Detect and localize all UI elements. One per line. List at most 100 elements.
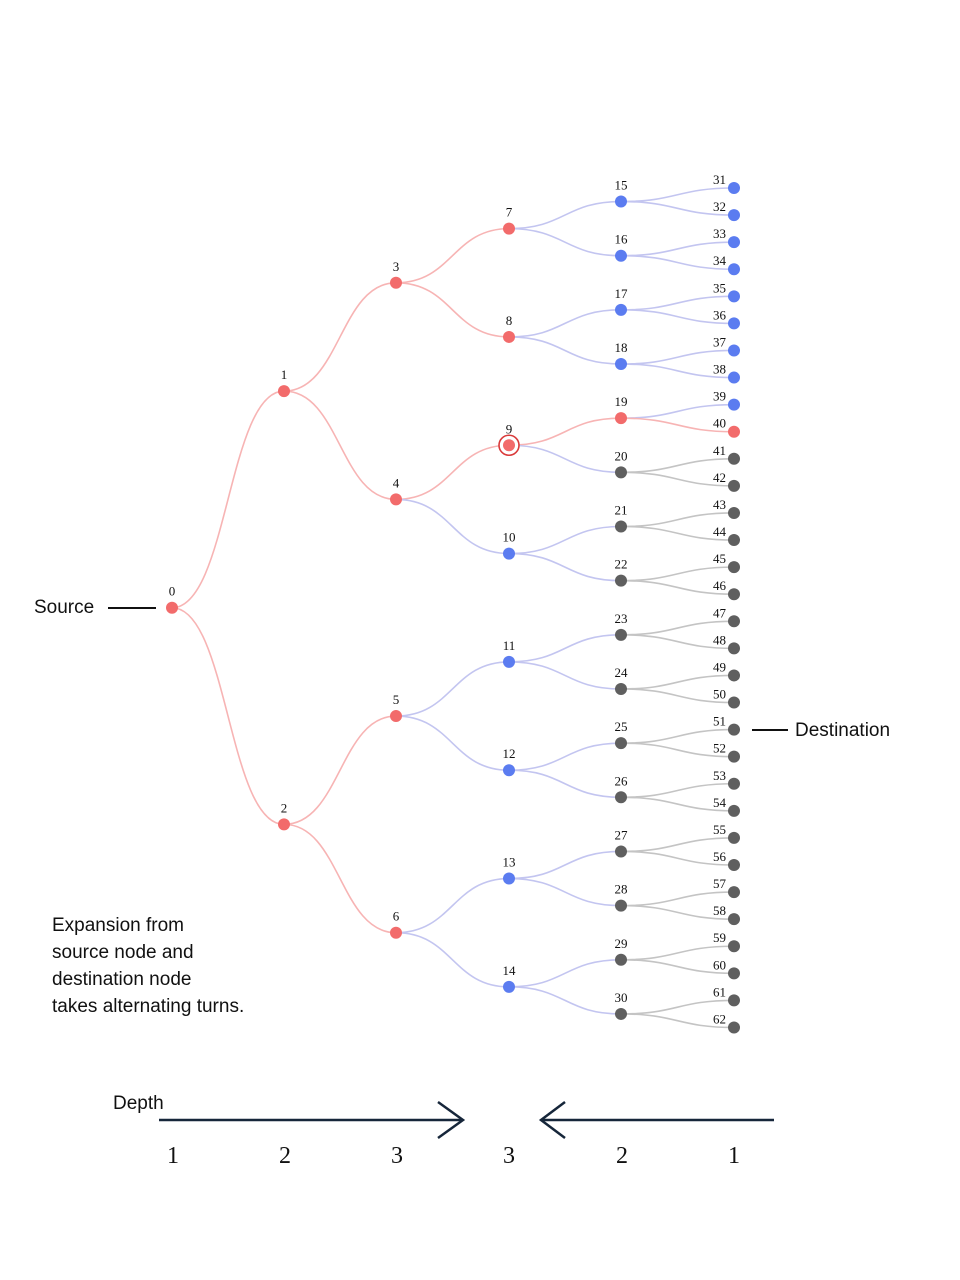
tree-node (728, 182, 740, 194)
tree-edge (620, 566, 735, 582)
tree-edge (508, 877, 622, 907)
node-id-label: 26 (615, 773, 629, 788)
tree-edge (620, 999, 735, 1015)
caption-line-4: takes alternating turns. (52, 996, 244, 1017)
node-id-label: 40 (713, 416, 726, 431)
tree-node (615, 899, 627, 912)
node-id-label: 38 (713, 362, 726, 377)
tree-node (615, 682, 627, 695)
node-id-label: 21 (615, 503, 628, 518)
node-id-label: 27 (615, 827, 629, 842)
depth-number: 1 (728, 1143, 740, 1169)
tree-node (728, 371, 740, 384)
node-id-label: 16 (615, 232, 629, 247)
tree-edge (620, 1013, 735, 1029)
depth-number: 2 (616, 1143, 628, 1169)
source-marker: Source (34, 597, 156, 618)
tree-edge (283, 390, 397, 501)
tree-node (615, 520, 627, 533)
node-id-label: 13 (503, 855, 516, 870)
tree-node (728, 398, 740, 411)
tree-node (615, 1007, 627, 1020)
destination-label: Destination (795, 720, 890, 741)
node-id-label: 12 (503, 746, 516, 761)
tree-edge (283, 715, 397, 826)
node-id-label: 18 (615, 340, 628, 355)
node-id-label: 15 (615, 178, 628, 193)
tree-edge (620, 837, 735, 853)
node-id-label: 52 (713, 741, 726, 756)
tree-node (728, 506, 740, 519)
node-id-label: 19 (615, 394, 628, 409)
tree-node (728, 750, 740, 763)
tree-edge (620, 850, 735, 866)
tree-node (728, 804, 740, 817)
tree-edge (620, 525, 735, 541)
tree-edge (508, 742, 622, 772)
tree-node (728, 696, 740, 709)
tree-node (615, 628, 627, 641)
tree-edge (620, 417, 735, 433)
node-id-label: 47 (713, 605, 727, 620)
node-id-label: 25 (615, 719, 628, 734)
tree-node (390, 493, 402, 506)
meeting-node (503, 439, 515, 452)
node-id-label: 51 (713, 714, 726, 729)
tree-node (615, 737, 627, 750)
tree-node (728, 588, 740, 601)
tree-edge (620, 945, 735, 961)
tree-edge (620, 309, 735, 325)
node-id-label: 43 (713, 497, 726, 512)
node-id-label: 45 (713, 551, 726, 566)
node-id-label: 56 (713, 849, 727, 864)
destination-depth-arrow (538, 1101, 774, 1139)
tree-edge (508, 227, 622, 257)
caption-line-2: source node and (52, 942, 194, 963)
tree-edge (395, 715, 510, 772)
node-id-label: 14 (503, 963, 517, 978)
tree-edge (395, 877, 510, 934)
tree-edge (620, 891, 735, 907)
node-id-label: 29 (615, 936, 628, 951)
node-id-label: 42 (713, 470, 726, 485)
tree-node (166, 601, 178, 614)
tree-edge (620, 796, 735, 812)
tree-edge (508, 661, 622, 690)
tree-node (728, 425, 740, 438)
node-id-label: 5 (393, 692, 400, 707)
tree-node (728, 317, 740, 330)
tree-edge (508, 850, 622, 880)
tree-node (728, 669, 740, 682)
node-id-label: 11 (503, 638, 516, 653)
tree-edge (508, 958, 622, 988)
node-id-label: 3 (393, 259, 400, 274)
tree-edge (283, 281, 397, 392)
tree-edge (508, 336, 622, 365)
tree-edge (620, 958, 735, 975)
tree-node (615, 466, 627, 479)
tree-node (503, 222, 515, 235)
node-id-label: 54 (713, 795, 727, 810)
tree-edge (171, 606, 285, 826)
node-id-label: 31 (713, 172, 726, 187)
tree-edge (620, 458, 735, 474)
tree-edge (395, 661, 510, 717)
source-label: Source (34, 597, 94, 618)
tree-edge (620, 254, 735, 271)
tree-node (503, 980, 515, 993)
destination-marker: Destination (752, 720, 890, 741)
node-id-label: 17 (615, 286, 629, 301)
tree-edge (508, 769, 622, 799)
node-id-label: 1 (281, 367, 288, 382)
node-id-label: 32 (713, 199, 726, 214)
node-id-label: 6 (393, 909, 400, 924)
tree-node (615, 195, 627, 208)
node-id-label: 28 (615, 882, 628, 897)
tree-node (728, 994, 740, 1007)
node-id-label: 4 (393, 475, 400, 490)
node-id-label: 49 (713, 659, 726, 674)
tree-edge (620, 295, 735, 311)
tree-node (728, 534, 740, 547)
node-id-label: 36 (713, 307, 727, 322)
source-depth-arrow (159, 1100, 466, 1140)
